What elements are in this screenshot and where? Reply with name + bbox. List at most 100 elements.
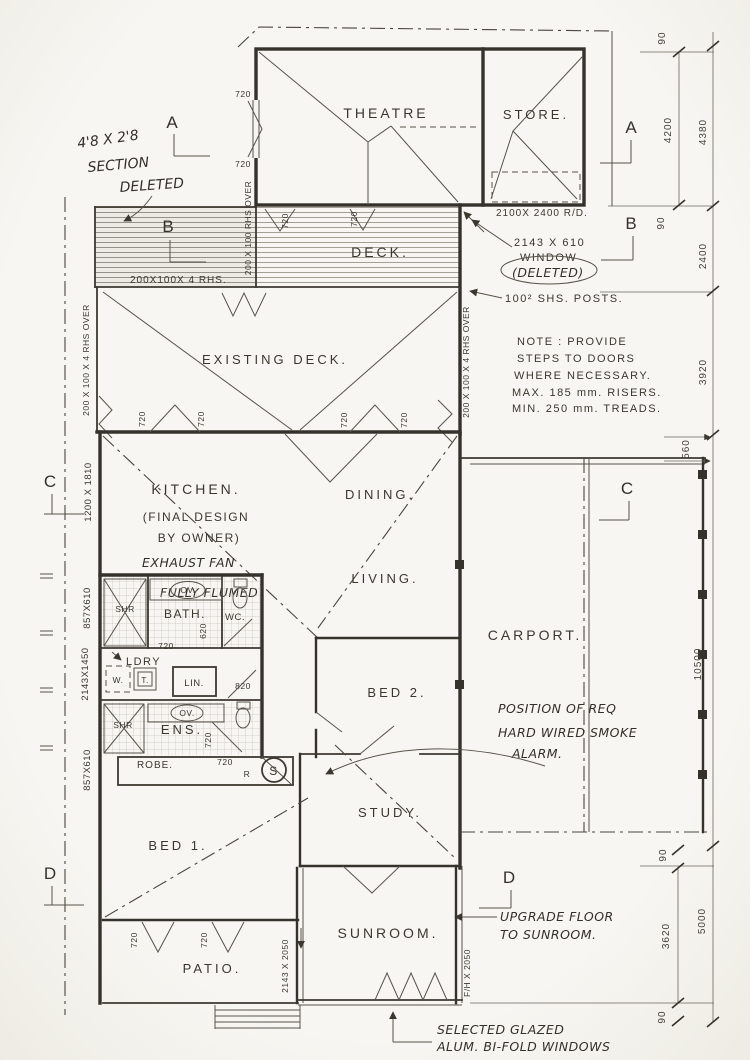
boundary-equal-ticks — [40, 573, 53, 751]
dim-window-1200: 1200 X 1810 — [83, 462, 94, 521]
dim-720-deck-1: 720 — [280, 213, 290, 229]
dimension-strings-right: 90 4200 4380 90 2400 3920 560 10500 90 3… — [470, 31, 720, 1028]
callout-rhs-over-mid: 200 X 100 RHS OVER — [243, 181, 253, 276]
dim-10500: 10500 — [693, 648, 704, 681]
patio-steps — [214, 1005, 301, 1029]
callout-rhs-over-left: 200 X 100 X 4 RHS OVER — [81, 304, 91, 416]
annotation-upgrade-2: TO SUNROOM. — [500, 927, 597, 942]
fixture-shr-bath: SHR — [115, 604, 134, 614]
annotation-bifold-2: ALUM. BI-FOLD WINDOWS — [436, 1039, 610, 1054]
dim-720-ens: 720 — [203, 732, 213, 748]
fixture-trough: T. — [141, 675, 149, 685]
dim-fh-2050: F/H X 2050 — [462, 949, 472, 997]
callout-window-word: WINDOW — [520, 252, 577, 264]
section-a-right: A — [625, 118, 637, 137]
kitchen-note-2: BY OWNER) — [158, 531, 241, 545]
smoke-alarm-leader-arrow — [325, 748, 546, 775]
deck-strip: 720 720 DECK. 200X100X 4 RHS. 200 X 100 … — [94, 181, 485, 436]
dim-90-top: 90 — [657, 31, 668, 44]
room-label-living: LIVING. — [351, 571, 418, 586]
fixture-shr-ens: SHR — [113, 720, 132, 730]
note-line-2: STEPS TO DOORS — [517, 353, 635, 365]
dim-820-hall: 820 — [235, 681, 251, 691]
bifold-window-zigzag — [374, 971, 448, 1002]
site-boundary-lines — [40, 26, 714, 1022]
annotation-smoke-2: HARD WIRED SMOKE — [498, 725, 637, 740]
dim-560: 560 — [681, 439, 692, 459]
room-label-bed1: BED 1. — [148, 838, 207, 853]
dim-2400: 2400 — [698, 243, 709, 269]
dim-720-bath: 720 — [158, 641, 174, 651]
room-label-theatre: THEATRE — [343, 105, 428, 121]
room-label-patio: PATIO. — [183, 961, 242, 976]
smoke-alarm-symbol — [261, 757, 287, 783]
note-line-4: MAX. 185 mm. RISERS. — [512, 387, 662, 399]
fixture-linen: LIN. — [184, 678, 203, 689]
dim-720-patio-2: 720 — [199, 932, 209, 948]
dim-2143-ldry: 2143X1450 — [80, 647, 91, 700]
room-label-carport: CARPORT. — [488, 627, 583, 643]
annotation-bifold-1: SELECTED GLAZED — [437, 1022, 564, 1037]
note-line-5: MIN. 250 mm. TREADS. — [512, 403, 662, 415]
section-d-mid: D — [503, 868, 515, 887]
annotation-upgrade-1: UPGRADE FLOOR — [500, 909, 614, 924]
fixture-ov-ens: OV. — [179, 708, 194, 718]
room-label-deck: DECK. — [351, 244, 409, 260]
room-label-kitchen: KITCHEN. — [151, 481, 240, 497]
dim-3920: 3920 — [698, 359, 709, 385]
dim-720-deck-2: 720 — [349, 211, 359, 227]
annotation-window-deleted: (DELETED) — [512, 265, 584, 280]
note-line-3: WHERE NECESSARY. — [514, 370, 651, 382]
dim-720-theatre-bottom: 720 — [235, 159, 251, 169]
room-label-existing-deck: EXISTING DECK. — [202, 352, 348, 367]
existing-deck: EXISTING DECK. 200 X 100 X 4 RHS OVER 20… — [81, 286, 471, 443]
dim-857-bath: 857X610 — [82, 587, 93, 629]
theatre-store-block: 720 720 THEATRE STORE. 2100X 2400 R/D. — [235, 47, 587, 219]
annotation-smoke-1: POSITION OF REQ — [498, 701, 616, 716]
callout-window-size: 2143 X 610 — [514, 237, 585, 249]
callout-shs-posts: 100² SHS. POSTS. — [505, 293, 623, 305]
bed1-patio-sunroom: BED 1. 720 720 PATIO. 2143 X 2050 SUNROO… — [101, 797, 472, 1029]
section-b-right: B — [625, 214, 636, 233]
room-label-store: STORE. — [503, 107, 569, 122]
dim-door-2143: 2143 X 2050 — [280, 939, 290, 993]
room-label-ens: ENS. — [161, 722, 203, 737]
dim-5000: 5000 — [697, 908, 708, 934]
patio-window-triangles — [141, 921, 245, 954]
room-label-study: STUDY. — [358, 805, 422, 820]
callout-rhs-over-right: 200 X 100 X 4 RHS OVER — [461, 306, 471, 418]
annotation-section: SECTION — [87, 155, 150, 176]
section-b-left: B — [162, 217, 173, 236]
room-label-sunroom: SUNROOM. — [338, 925, 439, 941]
fixture-washer: W. — [113, 675, 124, 685]
dim-720-n4: 720 — [399, 412, 409, 428]
roller-door-outline — [491, 171, 581, 203]
deck-window-triangles — [264, 208, 376, 232]
fixture-register: R — [244, 769, 251, 779]
carport: CARPORT. POSITION OF REQ HARD WIRED SMOK… — [325, 456, 707, 834]
room-label-ldry: LDRY — [126, 656, 161, 668]
dim-720-n2: 720 — [196, 411, 206, 427]
annotation-deleted: DELETED — [119, 176, 185, 196]
dim-90-bottom: 90 — [657, 1010, 668, 1023]
dim-720-patio-1: 720 — [129, 932, 139, 948]
smoke-alarm-letter: S — [269, 764, 279, 778]
section-a-left: A — [166, 113, 178, 132]
dim-857-ens: 857X610 — [82, 749, 93, 791]
fixture-robe: ROBE. — [137, 760, 173, 771]
dim-4200: 4200 — [663, 117, 674, 143]
dim-720-robe: 720 — [217, 757, 233, 767]
dim-3620: 3620 — [661, 923, 672, 949]
dim-90-deck: 90 — [656, 216, 667, 229]
room-label-bed2: BED 2. — [367, 685, 426, 700]
callout-rhs: 200X100X 4 RHS. — [130, 275, 227, 286]
dim-720-n3: 720 — [339, 412, 349, 428]
dim-720-theatre-top: 720 — [235, 89, 251, 99]
bed2-study: BED 2. STUDY. S — [261, 636, 460, 894]
annotation-exhaust-fan: EXHAUST FAN — [142, 555, 235, 570]
dim-720-n1: 720 — [137, 411, 147, 427]
section-c-left: C — [44, 472, 56, 491]
house-walls: 720 720 720 720 — [95, 404, 462, 1005]
room-label-bath: BATH. — [164, 607, 206, 621]
